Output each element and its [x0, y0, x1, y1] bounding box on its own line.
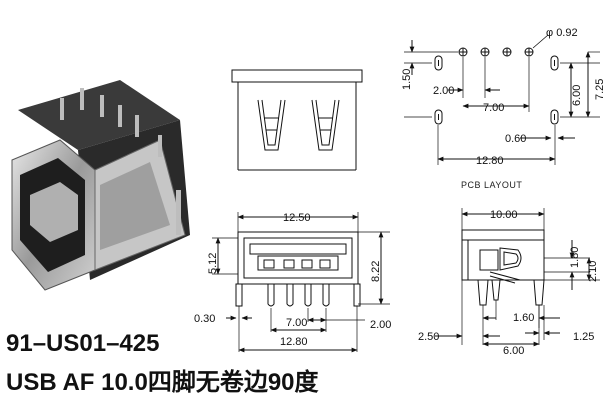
part-number: 91–US01–425	[6, 330, 160, 357]
side-dim-1-25: 1.25	[573, 331, 594, 343]
pcb-layout: 1.50 2.00 7.00 6.00 7.25 0.60 12.80 φ 0.…	[401, 27, 606, 190]
front-dim-7-00: 7.00	[286, 317, 307, 329]
pcb-hole-diameter: φ 0.92	[546, 27, 578, 39]
pcb-dim-12-80: 12.80	[476, 155, 504, 167]
pcb-dim-1-50: 1.50	[401, 69, 413, 90]
front-dim-8-22: 8.22	[370, 261, 382, 282]
pcb-dim-7-00: 7.00	[483, 102, 504, 114]
part-description: USB AF 10.0四脚无卷边90度	[6, 369, 319, 396]
side-dim-1-80: 1.80	[569, 247, 581, 268]
pcb-slot	[434, 109, 443, 125]
side-dim-2-10: 2.10	[587, 261, 599, 282]
pcb-slot	[434, 55, 443, 71]
pcb-slot	[550, 55, 559, 71]
side-dim-2-50: 2.50	[418, 331, 439, 343]
pcb-dim-0-60: 0.60	[505, 133, 526, 145]
front-dim-2-00: 2.00	[370, 319, 391, 331]
side-dim-10-00: 10.00	[490, 209, 518, 221]
side-view: 10.00 1.80 2.10 1.60 2.50 6.00 1.25	[418, 208, 600, 357]
front-dim-12-80: 12.80	[280, 336, 308, 348]
front-dim-5-12: 5.12	[207, 253, 219, 274]
top-view	[231, 69, 363, 171]
side-dim-1-60: 1.60	[513, 312, 534, 324]
pcb-layout-caption: PCB LAYOUT	[461, 180, 522, 190]
pcb-dim-6-00: 6.00	[571, 85, 583, 106]
front-dim-0-30: 0.30	[194, 313, 215, 325]
connector-3d-illustration	[11, 80, 190, 291]
front-view: 12.50 5.12 8.22 0.30 7.00 2.00 12.80	[194, 212, 391, 353]
pcb-dim-7-25: 7.25	[594, 79, 606, 100]
pcb-dim-2-00: 2.00	[433, 85, 454, 97]
side-dim-6-00: 6.00	[503, 345, 524, 357]
front-dim-12-50: 12.50	[283, 212, 311, 224]
pcb-slot	[550, 109, 559, 125]
